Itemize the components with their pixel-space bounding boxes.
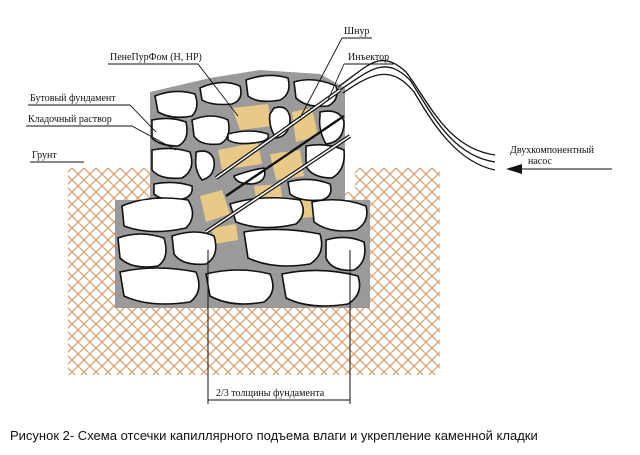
- leader-butovy: [28, 104, 157, 133]
- label-grunt: Грунт: [32, 150, 57, 161]
- label-shnur: Шнур: [344, 26, 369, 37]
- rubble-masonry-wall: [115, 70, 370, 308]
- injector-pipe-upper: [214, 88, 342, 180]
- label-injector: Инъектор: [348, 52, 389, 63]
- thickness-dimension: [207, 250, 351, 404]
- pump-arrow: [506, 164, 612, 174]
- leader-rastvor: [26, 125, 177, 151]
- injector-pipe-lower: [204, 134, 352, 234]
- injector-pipe-middle: [225, 115, 345, 197]
- leader-injector: [327, 63, 394, 101]
- injector-pipes: [204, 88, 352, 234]
- label-pump-line2: насос: [528, 156, 552, 167]
- leader-lines: [26, 37, 394, 163]
- leader-shnur: [299, 37, 372, 119]
- label-thickness: 2/3 толщины фундамента: [216, 388, 325, 399]
- label-penepurfom: ПенеПурФом (Н, НР): [110, 52, 202, 63]
- figure-caption: Рисунок 2- Схема отсечки капиллярного по…: [10, 428, 538, 443]
- leader-penepurfom: [108, 63, 239, 117]
- label-pump-line1: Двухкомпонентный: [510, 145, 595, 156]
- label-kladochny-rastvor: Кладочный раствор: [28, 114, 112, 125]
- pump-hoses: [337, 60, 496, 171]
- label-butovy-fundament: Бутовый фундамент: [30, 93, 116, 104]
